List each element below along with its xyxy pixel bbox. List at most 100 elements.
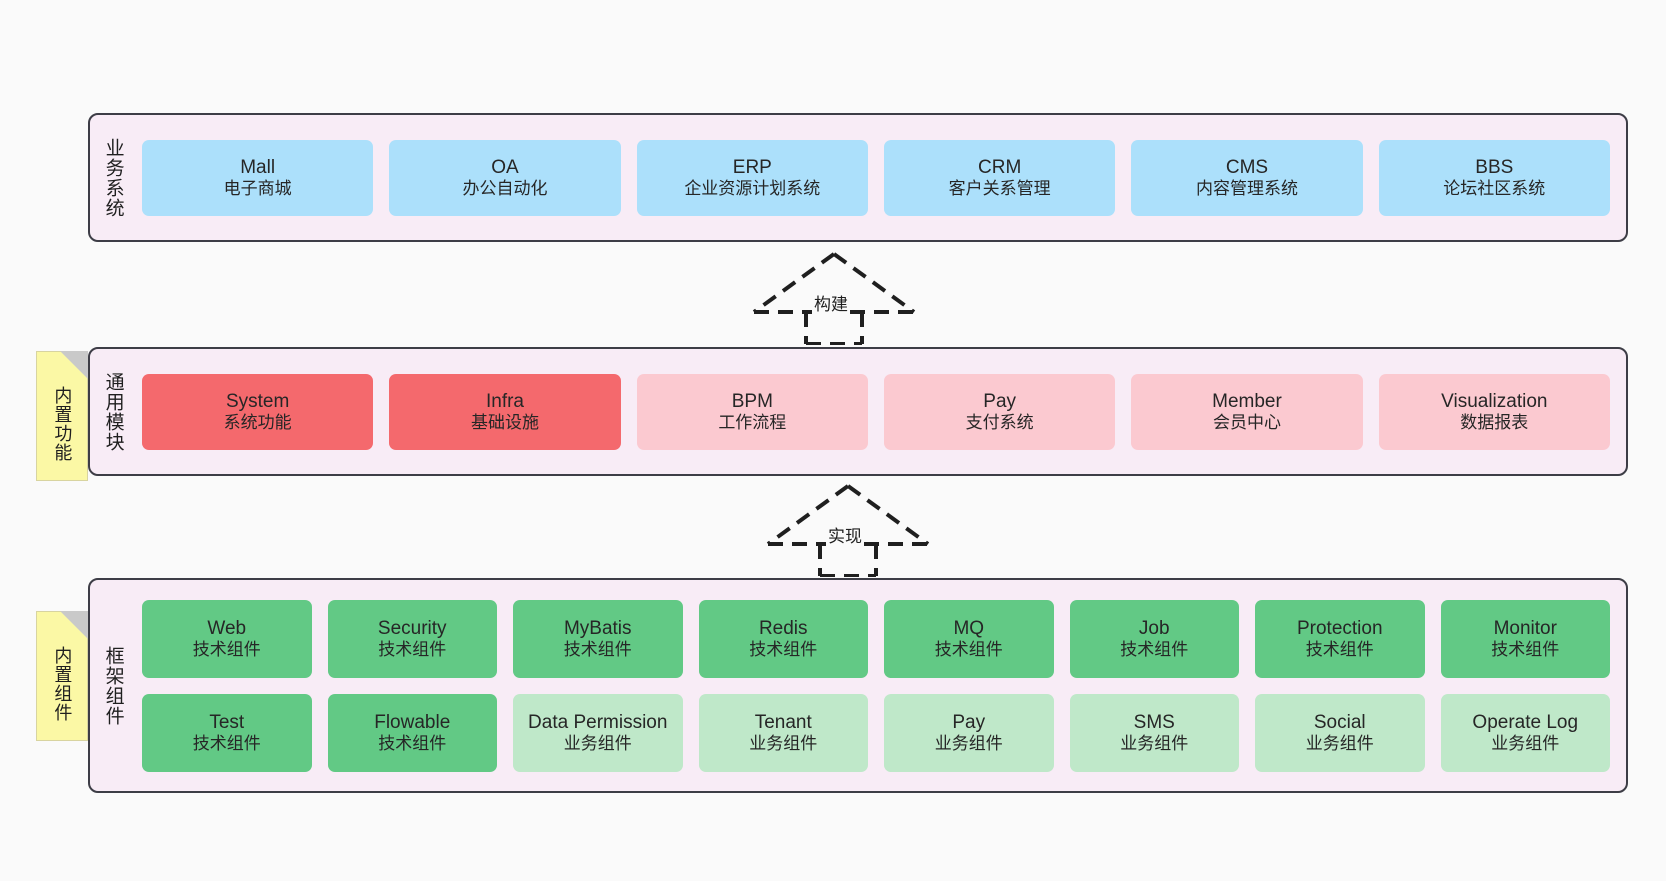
module-name: Tenant [754,711,812,733]
module-box-pay-component[interactable]: Pay 业务组件 [884,693,1054,772]
module-box-operate-log[interactable]: Operate Log 业务组件 [1440,693,1610,772]
band-body-framework: Web 技术组件 Security 技术组件 MyBatis 技术组件 Redi… [136,580,1626,791]
module-box-sms[interactable]: SMS 业务组件 [1069,693,1239,772]
module-box-infra[interactable]: Infra 基础设施 [389,373,621,450]
band-title-business: 业务系统 [102,137,124,218]
module-name: System [225,390,290,412]
module-name: BPM [731,390,773,412]
module-name: Mall [240,156,276,178]
band-framework-components: 框架组件 Web 技术组件 Security 技术组件 MyBatis 技术组件… [88,578,1628,793]
module-desc: 业务组件 [749,733,818,753]
module-box-protection[interactable]: Protection 技术组件 [1255,599,1425,678]
module-desc: 技术组件 [563,639,632,659]
module-name: Security [377,617,447,639]
module-box-security[interactable]: Security 技术组件 [327,599,497,678]
module-desc: 技术组件 [192,639,261,659]
module-box-redis[interactable]: Redis 技术组件 [698,599,868,678]
module-box-data-permission[interactable]: Data Permission 业务组件 [513,693,683,772]
module-box-mq[interactable]: MQ 技术组件 [884,599,1054,678]
framework-row-business: Test 技术组件 Flowable 技术组件 Data Permission … [142,693,1610,772]
module-name: Pay [952,711,986,733]
module-box-bpm[interactable]: BPM 工作流程 [636,373,868,450]
module-desc: 业务组件 [1120,733,1189,753]
band-title-framework: 框架组件 [102,645,124,726]
module-box-bbs[interactable]: BBS 论坛社区系统 [1378,139,1610,216]
module-box-system[interactable]: System 系统功能 [142,373,374,450]
module-name: BBS [1475,156,1514,178]
module-name: SMS [1133,711,1175,733]
module-name: Data Permission [528,711,668,733]
note-label: 内置功能 [52,386,73,462]
module-desc: 办公自动化 [462,178,548,198]
module-box-mybatis[interactable]: MyBatis 技术组件 [513,599,683,678]
module-name: MyBatis [563,617,632,639]
module-name: Monitor [1493,617,1557,639]
module-box-flowable[interactable]: Flowable 技术组件 [327,693,497,772]
module-name: Social [1313,711,1366,733]
band-body-business: Mall 电子商城 OA 办公自动化 ERP 企业资源计划系统 CRM 客户关系… [136,115,1626,240]
note-builtin-component: 内置组件 [36,611,88,741]
connector-label-build: 构建 [812,290,850,315]
module-name: Web [207,617,247,639]
module-name: ERP [732,156,772,178]
module-name: Test [209,711,245,733]
module-name: Infra [485,390,524,412]
module-desc: 支付系统 [965,412,1034,432]
module-desc: 电子商城 [223,178,292,198]
module-name: OA [491,156,519,178]
module-name: Protection [1296,617,1383,639]
module-desc: 技术组件 [1120,639,1189,659]
module-desc: 技术组件 [192,733,261,753]
module-box-oa[interactable]: OA 办公自动化 [389,139,621,216]
module-desc: 技术组件 [1491,639,1560,659]
module-box-visualization[interactable]: Visualization 数据报表 [1378,373,1610,450]
module-box-web[interactable]: Web 技术组件 [142,599,312,678]
module-desc: 技术组件 [1305,639,1374,659]
module-box-tenant[interactable]: Tenant 业务组件 [698,693,868,772]
module-desc: 技术组件 [749,639,818,659]
module-box-job[interactable]: Job 技术组件 [1069,599,1239,678]
module-box-cms[interactable]: CMS 内容管理系统 [1131,139,1363,216]
module-name: MQ [953,617,985,639]
module-desc: 技术组件 [378,639,447,659]
module-desc: 会员中心 [1212,412,1281,432]
band-common-modules: 通用模块 System 系统功能 Infra 基础设施 BPM 工作流程 Pay… [88,347,1628,476]
module-box-pay[interactable]: Pay 支付系统 [883,373,1116,450]
note-builtin-function: 内置功能 [36,351,88,481]
module-name: Redis [758,617,808,639]
connector-implement: 实现 [758,482,938,578]
module-box-crm[interactable]: CRM 客户关系管理 [883,139,1116,216]
band-body-common: System 系统功能 Infra 基础设施 BPM 工作流程 Pay 支付系统… [136,349,1626,474]
module-name: Member [1212,390,1282,412]
module-name: Operate Log [1472,711,1579,733]
note-label: 内置组件 [52,646,73,722]
module-desc: 客户关系管理 [948,178,1051,198]
module-name: Visualization [1441,390,1548,412]
connector-label-implement: 实现 [826,522,864,547]
module-box-test[interactable]: Test 技术组件 [142,693,312,772]
module-desc: 内容管理系统 [1195,178,1298,198]
connector-build: 构建 [744,250,924,346]
module-desc: 论坛社区系统 [1443,178,1546,198]
module-box-mall[interactable]: Mall 电子商城 [142,139,374,216]
module-name: CRM [978,156,1022,178]
module-name: CMS [1225,156,1269,178]
module-box-monitor[interactable]: Monitor 技术组件 [1440,599,1610,678]
module-desc: 数据报表 [1460,412,1529,432]
module-box-social[interactable]: Social 业务组件 [1255,693,1425,772]
band-title-common: 通用模块 [102,371,124,452]
module-desc: 企业资源计划系统 [684,178,821,198]
module-name: Pay [983,390,1017,412]
band-business-systems: 业务系统 Mall 电子商城 OA 办公自动化 ERP 企业资源计划系统 CRM… [88,113,1628,242]
module-desc: 系统功能 [223,412,292,432]
module-desc: 技术组件 [378,733,447,753]
module-desc: 业务组件 [1305,733,1374,753]
module-desc: 业务组件 [934,733,1003,753]
module-box-erp[interactable]: ERP 企业资源计划系统 [636,139,868,216]
framework-row-technical: Web 技术组件 Security 技术组件 MyBatis 技术组件 Redi… [142,599,1610,678]
module-name: Flowable [374,711,451,733]
module-desc: 业务组件 [1491,733,1560,753]
module-desc: 业务组件 [563,733,632,753]
module-box-member[interactable]: Member 会员中心 [1131,373,1363,450]
